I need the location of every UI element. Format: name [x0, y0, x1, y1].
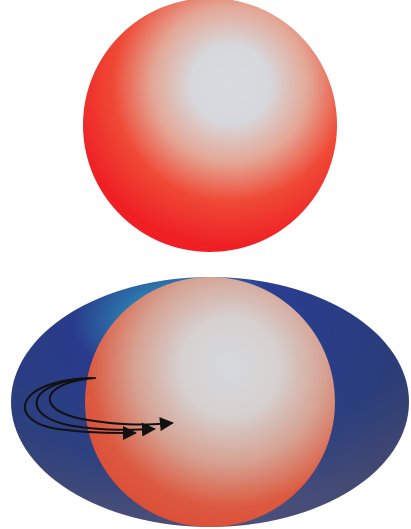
arrow-path-2	[35, 377, 156, 437]
bottom-sphere	[85, 277, 335, 527]
arrow-path-3	[48, 377, 174, 432]
bottom-sphere-body	[85, 277, 335, 527]
curved-arrows	[24, 377, 174, 440]
arrow-path-1	[24, 377, 137, 440]
top-sphere	[83, 0, 337, 252]
top-sphere-body	[83, 0, 337, 252]
